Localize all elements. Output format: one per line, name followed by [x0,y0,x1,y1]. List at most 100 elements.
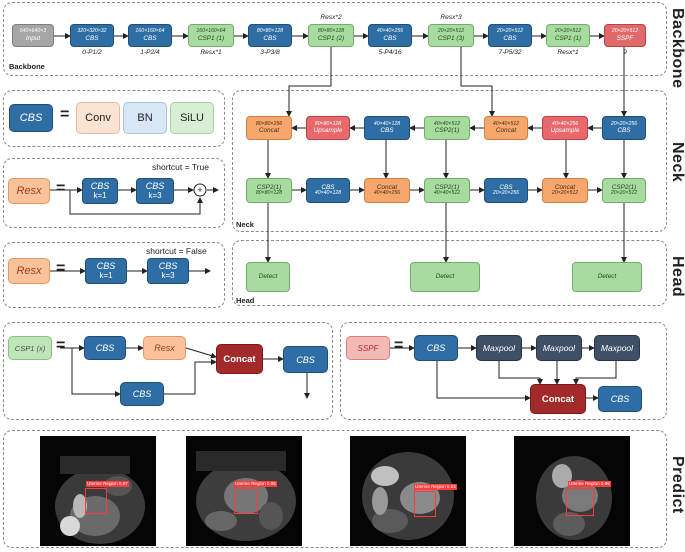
legend-conv: Conv [76,102,120,134]
section-title-neck: Neck [669,142,685,183]
section-title-backbone: Backbone [669,8,685,89]
section-title-head: Head [669,256,685,298]
panel-label-neck: Neck [236,220,254,229]
head-panel [232,240,667,306]
detection-box-3 [414,491,436,517]
mri-scan-4 [536,456,612,540]
detect-block-3: Detect [572,262,642,292]
backbone-label-8: 7-P5/32 [498,49,522,56]
resx-false-block: Resx [8,258,50,284]
backbone-label-6: 5-P4/16 [378,49,402,56]
backbone-label-2: 1-P2/4 [140,49,160,56]
detection-label-2: Uterine Region 0.95 [234,481,277,487]
backbone-label-3: Resx*1 [200,49,222,56]
prediction-image-3: Uterine Region 0.94 [350,436,466,546]
neck-panel [232,90,667,232]
legend-equals-3: = [56,260,66,277]
backbone-label-7-above: Resx*3 [440,14,462,21]
csp-module-resx: Resx [143,336,186,360]
legend-equals-2: = [56,180,66,197]
legend-equals-4: = [56,337,66,354]
backbone-label-5-above: Resx*2 [320,14,342,21]
csp-module-cbs-2: CBS [120,382,164,406]
sspf-module-maxpool-1: Maxpool [476,335,522,361]
detect-block-2: Detect [410,262,480,292]
prediction-image-4: Uterine Region 0.96 [514,436,630,546]
legend-equals-5: = [394,337,404,354]
section-title-predict: Predict [669,456,685,514]
cbs-legend-panel [3,90,225,147]
sspf-module-cbs-1: CBS [414,335,458,361]
add-symbol: + [197,185,202,195]
shortcut-true-label: shortcut = True [152,162,209,172]
detection-box-4 [566,488,594,516]
legend-bn: BN [123,102,167,134]
csp-module-name: CSP1 (x) [8,336,52,360]
neck-bottom-csp2-1: CSP2(1)80×80×128 [246,178,292,203]
sspf-module-cbs-2: CBS [598,386,642,412]
backbone-label-1: 0-P1/2 [82,49,102,56]
csp-module-concat: Concat [216,344,263,374]
sspf-module-maxpool-2: Maxpool [536,335,582,361]
detection-label-4: Uterine Region 0.96 [568,481,611,487]
prediction-image-1: Uterine Region 0.97 [40,436,156,546]
backbone-label-9: Resx*1 [557,49,579,56]
panel-label-head: Head [236,296,255,305]
legend-equals-1: = [60,106,70,123]
resx-true-panel [3,158,225,228]
resx-false-panel [3,242,225,308]
mri-scan-3 [362,452,454,540]
detection-label-3: Uterine Region 0.94 [414,484,457,490]
predict-panel [3,430,667,548]
detect-block-1: Detect [246,262,290,292]
detection-label-1: Uterine Region 0.97 [86,481,129,487]
csp-module-panel [3,322,333,420]
shortcut-false-label: shortcut = False [146,246,207,256]
neck-bottom-csp2-2: CSP2(1)40×40×512 [424,178,470,203]
prediction-image-2: Uterine Region 0.95 [186,436,302,546]
legend-silu: SiLU [170,102,214,134]
backbone-panel [3,2,667,76]
sspf-module-concat: Concat [530,384,586,414]
backbone-label-10: 9 [623,49,627,56]
sspf-module-panel [340,322,667,420]
csp-module-cbs-3: CBS [283,346,328,373]
panel-label-backbone: Backbone [9,62,45,71]
legend-cbs: CBS [9,104,53,132]
resx-true-block: Resx [8,178,50,204]
detection-box-1 [85,488,107,514]
backbone-label-4: 3-P3/8 [260,49,280,56]
sspf-module-name: SSPF [346,336,390,360]
csp-module-cbs-1: CBS [84,336,126,360]
sspf-module-maxpool-3: Maxpool [594,335,640,361]
detection-box-2 [234,488,258,514]
neck-bottom-csp2-3: CSP2(1)20×20×512 [602,178,646,203]
